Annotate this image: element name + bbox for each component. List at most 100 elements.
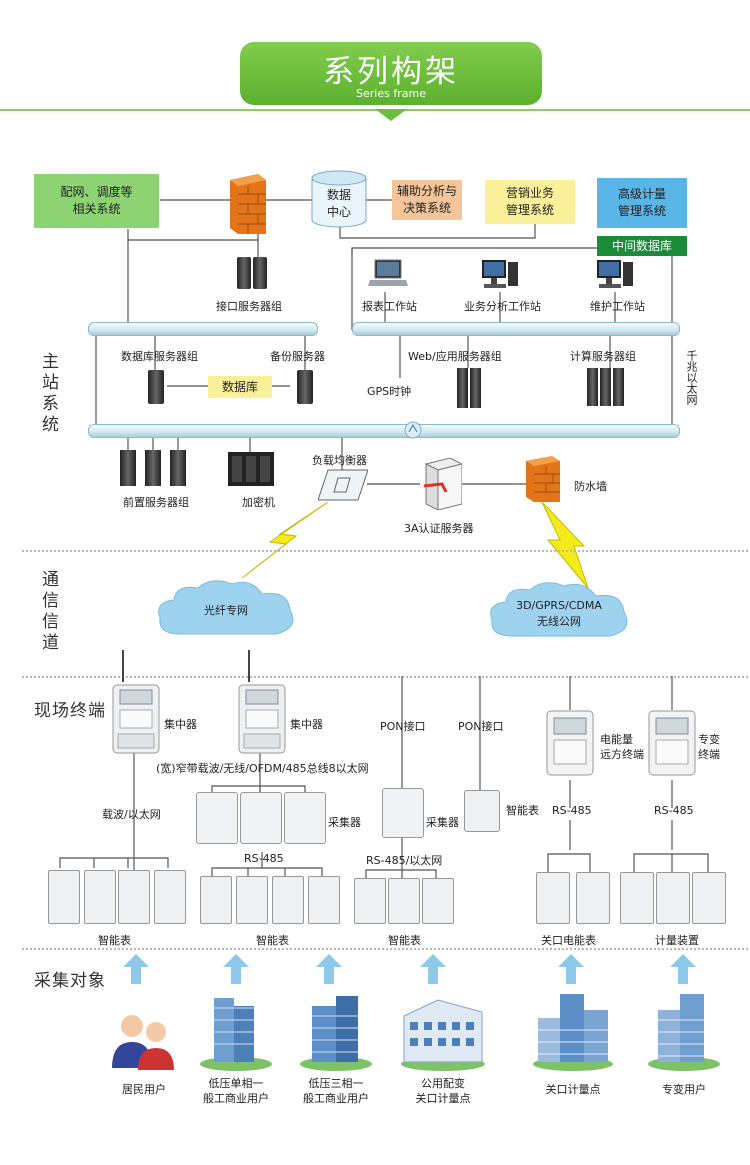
- meter-icon: [84, 870, 116, 924]
- header-badge: [240, 42, 542, 105]
- special-terminal-line-2: 终端: [698, 748, 720, 761]
- meter-icon: [48, 870, 80, 924]
- bus-label: (宽)窄带载波/无线/OFDM/485总线8以太网: [156, 762, 369, 775]
- object-label-line: 专变用户: [662, 1083, 706, 1096]
- up-arrow-icon: [223, 954, 249, 984]
- marketing-systems-box: 营销业务 管理系统: [485, 180, 575, 224]
- server-tower-icon: [148, 370, 164, 404]
- up-arrow-icon: [316, 954, 342, 984]
- collector-1-label: 采集器: [328, 816, 361, 829]
- pon-1-label: PON接口: [380, 720, 426, 733]
- smart-meter-label: 智能表: [506, 804, 539, 817]
- header-pointer: [375, 109, 407, 121]
- analysis-ws-label: 业务分析工作站: [464, 300, 541, 313]
- energy-terminal-icon: [546, 710, 594, 776]
- meters-2-label: 智能表: [256, 934, 289, 947]
- backup-servers-label: 备份服务器: [270, 350, 325, 363]
- marketing-line-1: 营销业务: [505, 186, 554, 200]
- concentrator-icon: [238, 684, 286, 754]
- meter-icon: [656, 872, 690, 924]
- building-icon: [648, 994, 720, 1071]
- section-divider: [22, 676, 748, 678]
- meter-icon: [620, 872, 654, 924]
- backbone-pipe: [88, 424, 680, 438]
- object-label: 专变用户: [644, 1082, 724, 1097]
- object-label-line: 低压三相一: [308, 1077, 364, 1090]
- meter-icon: [308, 876, 340, 924]
- wireless-network-label: 3D/GPRS/CDMA 无线公网: [484, 596, 634, 632]
- object-label: 关口计量点: [533, 1082, 613, 1097]
- datacenter-line-1: 数据: [326, 188, 351, 202]
- web-servers-label: Web/应用服务器组: [408, 350, 502, 363]
- firewall-icon: [526, 456, 560, 502]
- cloud-icon: [158, 580, 294, 635]
- marketing-line-2: 管理系统: [505, 203, 554, 217]
- section-divider: [22, 948, 748, 950]
- server-tower-icon: [613, 368, 624, 406]
- special-terminal-icon: [648, 710, 696, 776]
- carrier-label: 载波/以太网: [102, 808, 161, 821]
- gigabit-label: 千兆以太网: [685, 350, 698, 405]
- object-label-line: 公用配变: [421, 1077, 465, 1090]
- decision-systems-box: 辅助分析与 决策系统: [392, 180, 462, 220]
- object-label-line: 低压单相一: [208, 1077, 264, 1090]
- rs485-3-label: RS-485: [552, 804, 592, 817]
- decision-line-2: 决策系统: [402, 201, 451, 215]
- field-connectors: [59, 676, 709, 878]
- building-icon: [533, 994, 613, 1071]
- concentrator-icon: [112, 684, 160, 754]
- middle-database-box: 中间数据库: [597, 236, 687, 256]
- encryptor-icon: [228, 452, 274, 486]
- lan-pipe-right: [352, 322, 680, 336]
- residents-icon: [112, 1015, 174, 1070]
- page-subtitle: Series frame: [356, 87, 426, 100]
- server-tower-icon: [297, 370, 313, 404]
- section-master: 主站系统: [38, 352, 58, 436]
- calc-servers-label: 计算服务器组: [570, 350, 636, 363]
- meter-icon: [422, 878, 454, 924]
- metering-device-label: 计量装置: [655, 934, 699, 947]
- load-balancer-icon: [318, 469, 368, 501]
- server-tower-icon: [600, 368, 611, 406]
- up-arrow-icon: [420, 954, 446, 984]
- interface-servers-label: 接口服务器组: [216, 300, 282, 313]
- lan-pipe-left: [88, 322, 318, 336]
- concentrator-1-label: 集中器: [164, 718, 197, 731]
- meters-3-label: 智能表: [388, 934, 421, 947]
- firewall-label: 防水墙: [574, 480, 607, 493]
- cloud-icon: [490, 582, 628, 637]
- antenna-icon: [248, 650, 250, 682]
- wireless-line-1: 3D/GPRS/CDMA: [516, 599, 602, 612]
- collector-icon: [196, 792, 238, 844]
- lightning-icon: [241, 501, 329, 579]
- server-tower-icon: [237, 257, 251, 289]
- antenna-icon: [122, 650, 124, 682]
- meter-icon: [272, 876, 304, 924]
- energy-terminal-label: 电能量 远方终端: [600, 732, 644, 762]
- server-tower-icon: [120, 450, 136, 486]
- section-comm: 通信信道: [38, 570, 58, 654]
- meter-icon: [536, 872, 570, 924]
- object-label-line: 般工商业用户: [203, 1092, 269, 1105]
- collector-icon: [382, 788, 424, 838]
- special-terminal-label: 专变 终端: [698, 732, 720, 762]
- maintain-ws-label: 维护工作站: [590, 300, 645, 313]
- up-arrow-icon: [558, 954, 584, 984]
- meter-icon: [200, 876, 232, 924]
- auth-server-label: 3A认证服务器: [404, 522, 474, 535]
- special-terminal-line-1: 专变: [698, 733, 720, 746]
- rs485-eth-label: RS-485/以太网: [366, 854, 443, 867]
- db-servers-label: 数据库服务器组: [121, 350, 198, 363]
- dispatch-line-1: 配网、调度等: [60, 185, 133, 199]
- workstation-icon: [482, 260, 518, 288]
- section-field: 现场终端: [34, 701, 106, 721]
- workstation-icon: [597, 260, 633, 288]
- energy-terminal-line-1: 电能量: [600, 733, 633, 746]
- firewall-icon: [230, 174, 266, 234]
- object-label-line: 关口计量点: [415, 1092, 471, 1105]
- building-icon: [300, 996, 372, 1071]
- up-arrow-icon: [670, 954, 696, 984]
- load-balancer-label: 负载均衡器: [312, 454, 367, 467]
- report-ws-label: 报表工作站: [362, 300, 417, 313]
- object-label: 居民用户: [104, 1082, 184, 1097]
